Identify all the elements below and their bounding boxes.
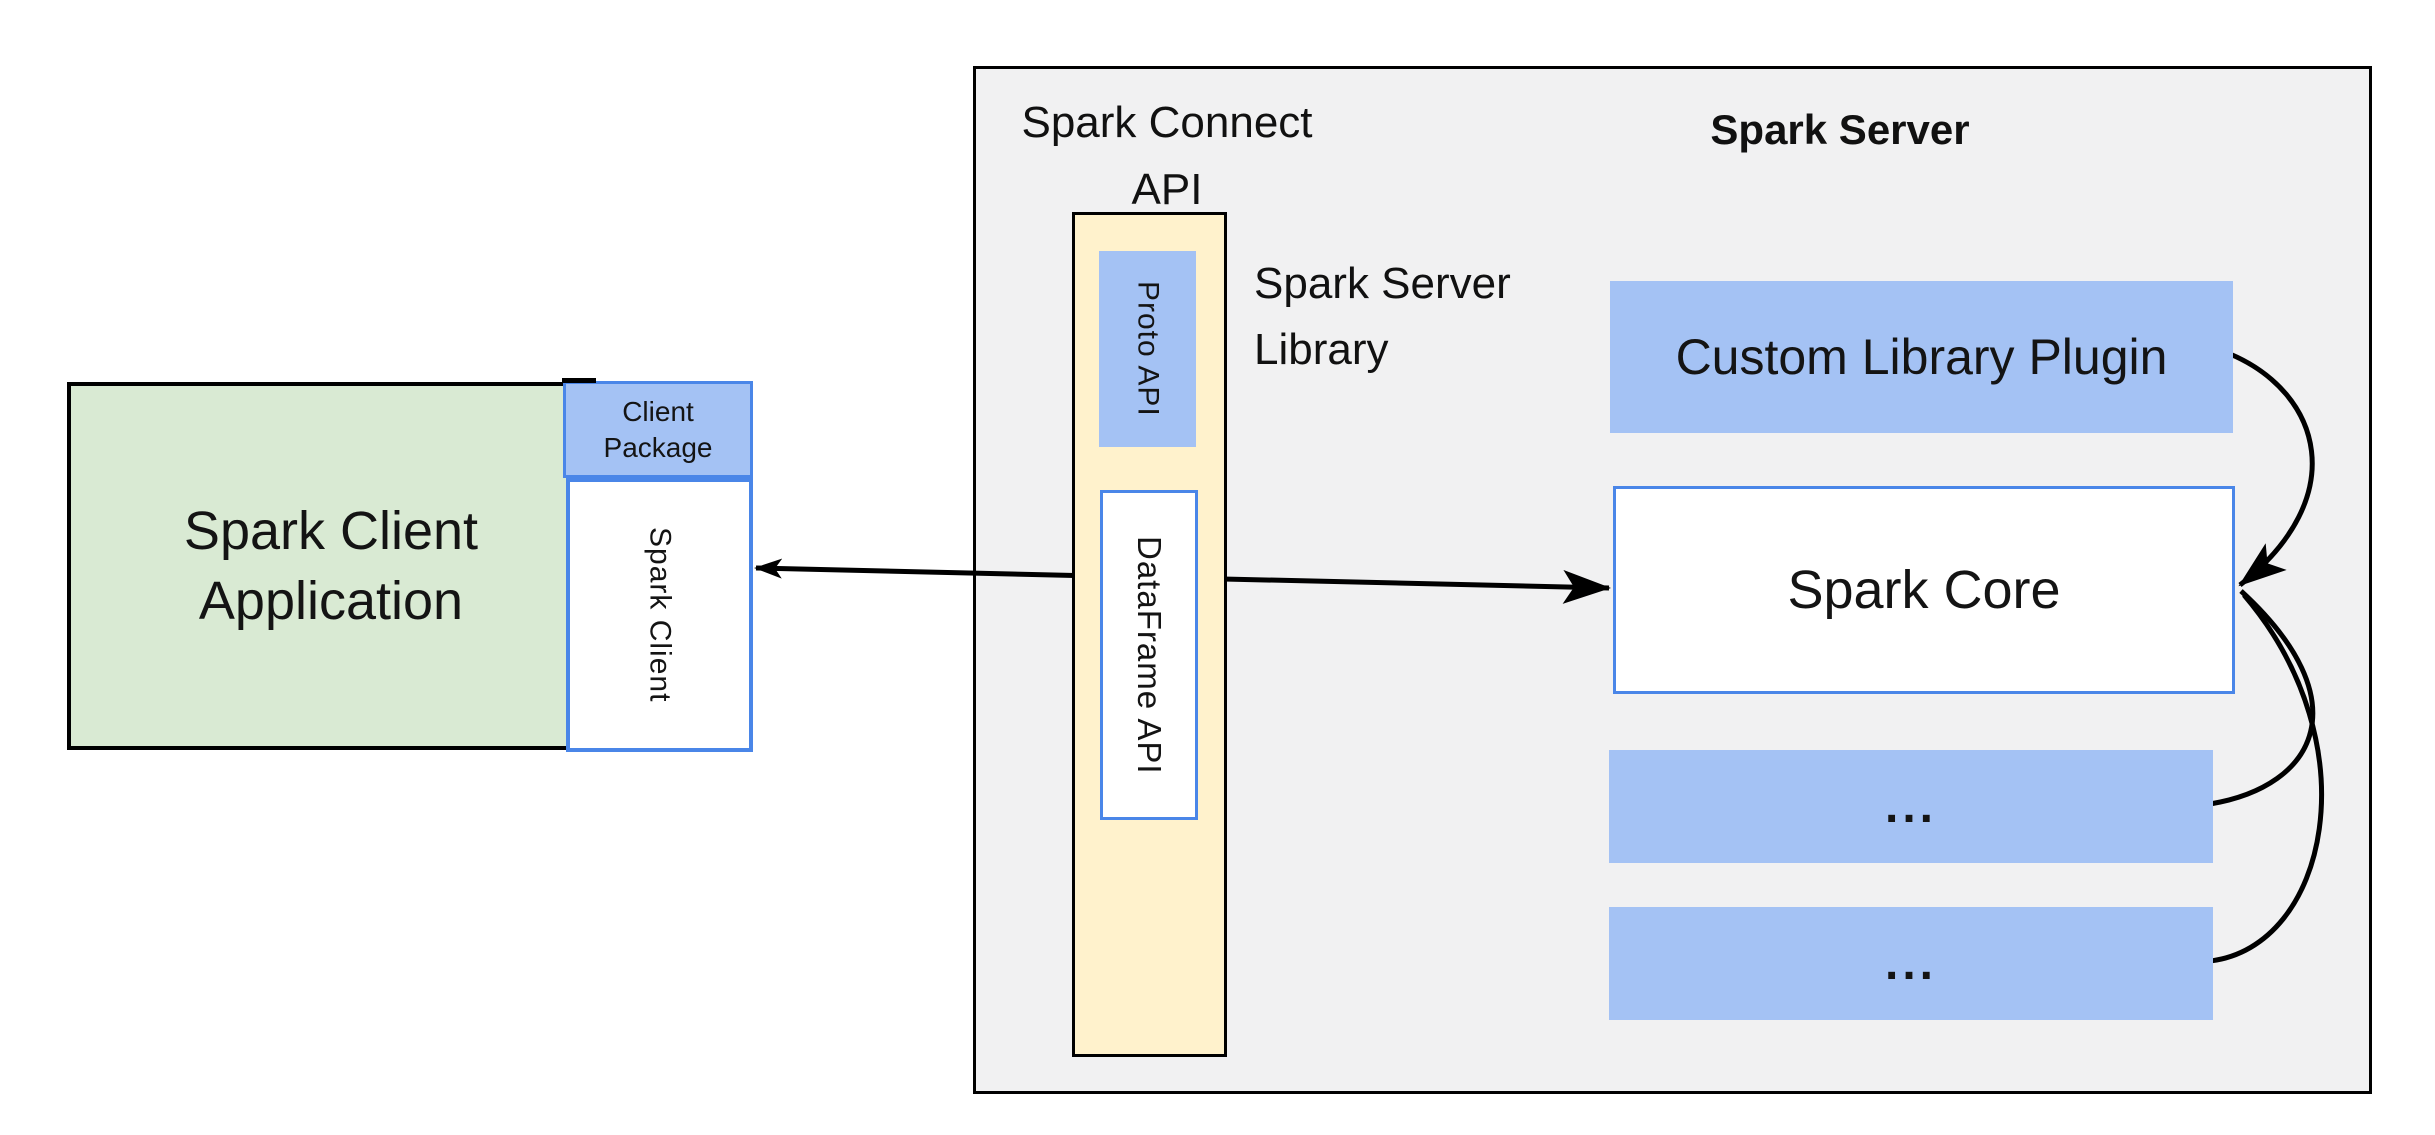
custom-library-plugin-label: Custom Library Plugin (1675, 329, 2168, 385)
spark-server-container: Spark Connect API Spark Server Proto API… (973, 66, 2372, 1094)
spark-client-application-box: Spark Client Application (67, 382, 595, 750)
spark-server-library-label: Spark Server Library (1254, 259, 1511, 374)
proto-api-box: Proto API (1099, 251, 1196, 447)
plugin-placeholder-box-2: ... (1609, 907, 2213, 1020)
spark-server-title: Spark Server (1710, 106, 1970, 153)
spark-core-label: Spark Core (1787, 560, 2061, 620)
plugin-placeholder-label-2: ... (1884, 937, 1937, 990)
spark-core-box: Spark Core (1613, 486, 2235, 694)
proto-api-label: Proto API (1131, 281, 1165, 417)
client-package-box: Client Package (563, 381, 753, 478)
dataframe-api-label: DataFrame API (1131, 535, 1168, 775)
green-box-border-fragment (562, 378, 596, 383)
spark-client-application-label: Spark Client Application (183, 501, 479, 631)
spark-connect-api-label: Spark Connect API (1021, 98, 1313, 214)
client-package-label: Client Package (603, 395, 713, 463)
spark-client-label: Spark Client (643, 527, 677, 703)
spark-connect-api-column: Proto API DataFrame API (1072, 212, 1227, 1057)
dataframe-api-box: DataFrame API (1100, 490, 1198, 820)
custom-library-plugin-box: Custom Library Plugin (1610, 281, 2233, 433)
plugin-placeholder-box-1: ... (1609, 750, 2213, 863)
spark-client-box: Spark Client (566, 478, 753, 752)
plugin-placeholder-label-1: ... (1884, 780, 1937, 833)
